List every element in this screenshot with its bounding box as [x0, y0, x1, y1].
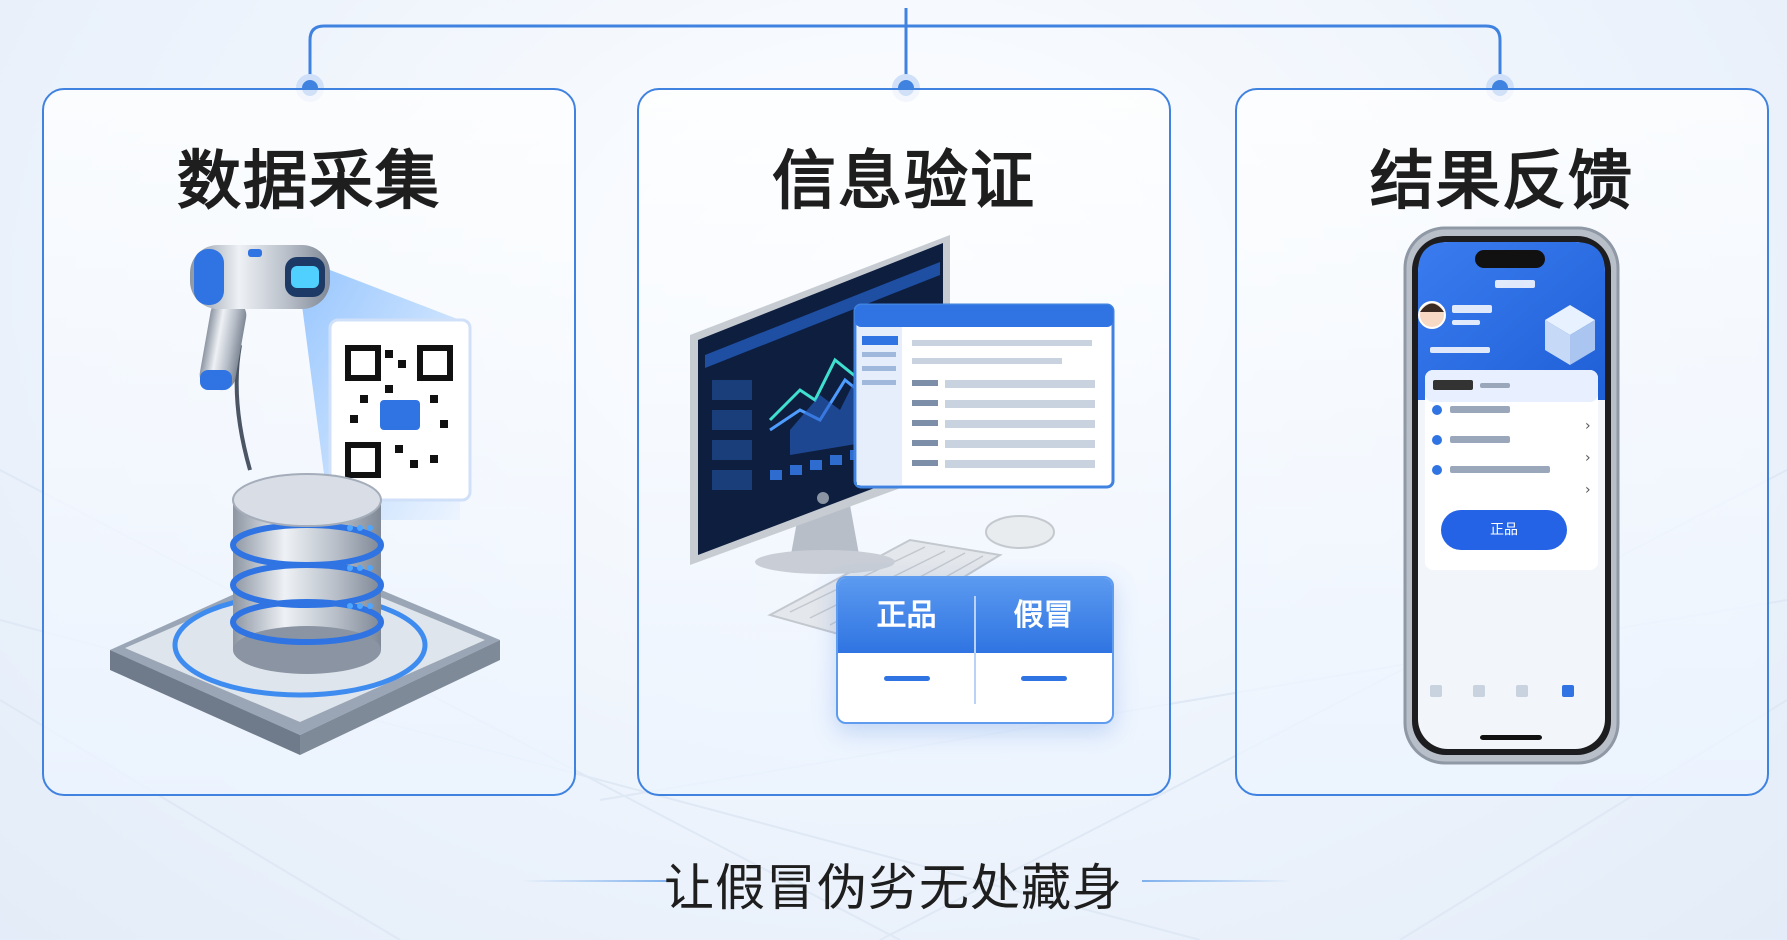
tagline-rule-right — [1142, 880, 1292, 882]
step-title: 数据采集 — [177, 145, 441, 219]
tagline: 让假冒伪劣无处藏身 — [664, 859, 1123, 917]
svg-text:›: › — [1585, 450, 1591, 466]
verdict-genuine-label: 正品 — [876, 598, 937, 633]
phone-tab-bar — [1430, 685, 1574, 697]
verdict-card: 正品 假冒 — [836, 576, 1114, 724]
qr-code-icon — [328, 318, 472, 502]
mouse-icon — [985, 515, 1055, 549]
verdict-genuine-mark — [884, 676, 930, 681]
phone-list-item: › — [1432, 465, 1591, 498]
phone-list-item: › — [1432, 405, 1591, 434]
verdict-counterfeit-label: 假冒 — [1013, 598, 1074, 633]
avatar — [1418, 301, 1446, 329]
verdict-divider — [974, 596, 976, 704]
barcode-scanner-icon — [190, 245, 330, 471]
svg-text:›: › — [1585, 418, 1591, 434]
verdict-counterfeit-mark — [1021, 676, 1067, 681]
step-title: 信息验证 — [772, 145, 1036, 219]
tagline-rule-left — [520, 880, 670, 882]
phone-confirm-button[interactable]: 正品 — [1441, 510, 1567, 550]
database-icon — [230, 473, 384, 674]
package-box-icon — [1545, 305, 1595, 365]
phone-list-item: › — [1432, 435, 1591, 466]
verification-window-icon — [853, 303, 1115, 489]
step-title: 结果反馈 — [1370, 145, 1634, 219]
svg-text:›: › — [1585, 482, 1591, 498]
